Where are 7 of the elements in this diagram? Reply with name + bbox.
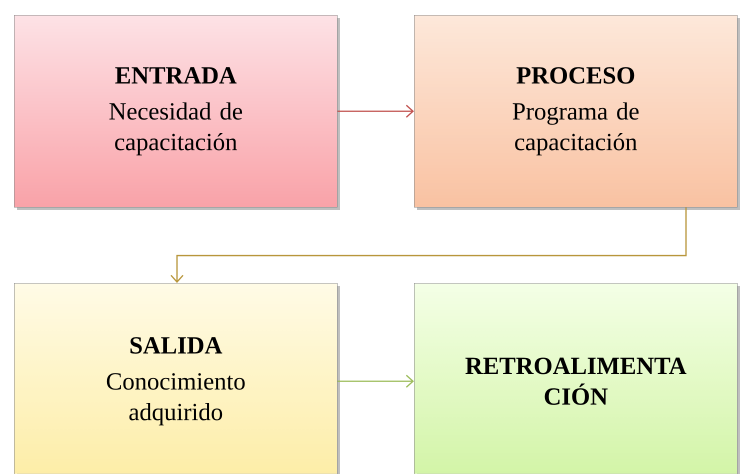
process-box: ENTRADA Necesidad de capacitación bbox=[14, 15, 340, 210]
arrow bbox=[338, 104, 414, 118]
arrow bbox=[170, 208, 687, 283]
process-box: RETROALIMENTA CIÓN bbox=[414, 283, 740, 474]
arrow bbox=[338, 374, 414, 388]
process-box: SALIDA Conocimiento adquirido bbox=[14, 283, 340, 474]
process-box: PROCESO Programa de capacitación bbox=[414, 15, 740, 210]
